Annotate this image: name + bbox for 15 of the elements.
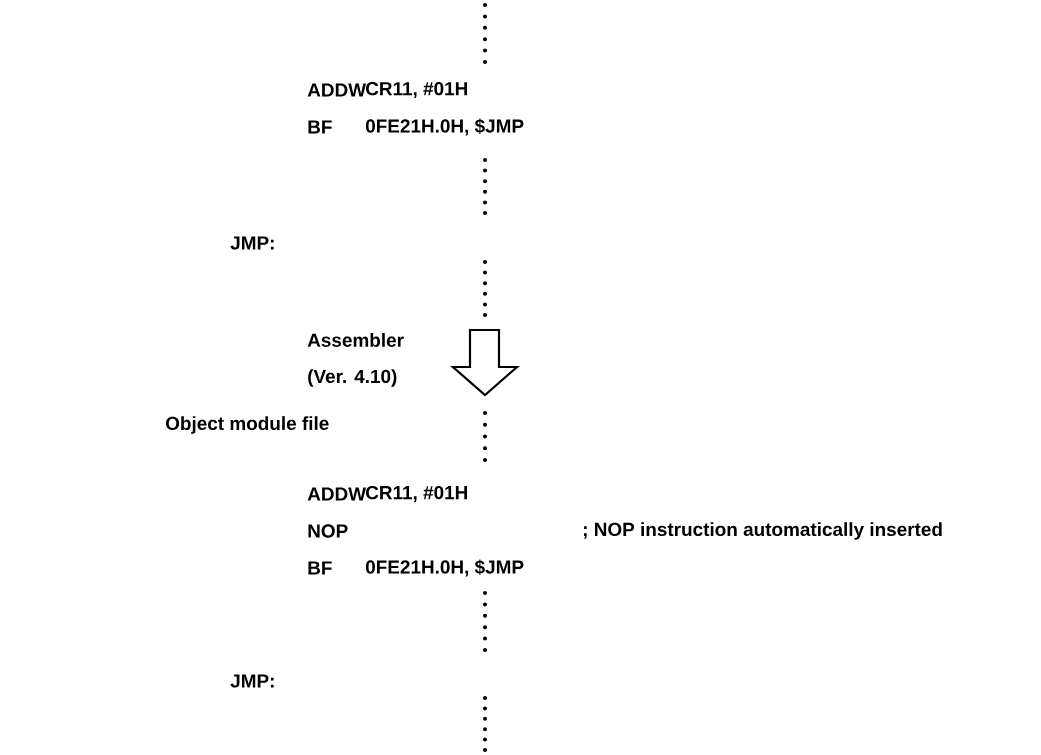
operand-text: CR11, #01H xyxy=(366,485,467,503)
tool-name: Assembler xyxy=(307,333,404,347)
instruction-text: BF xyxy=(308,120,332,134)
operand-text: 0FE21H.0H, $JMP xyxy=(365,559,524,577)
instruction-text: NOP xyxy=(308,524,348,538)
operand-text: CR11, #01H xyxy=(366,81,467,99)
comment-text: ; NOP instruction automatically inserted xyxy=(584,522,942,540)
label-text: JMP: xyxy=(230,236,274,250)
instruction-text: BF xyxy=(308,561,332,575)
instruction-text: ADDW xyxy=(307,487,367,501)
version-text: (Ver. 4.10) xyxy=(308,369,397,387)
operand-text: 0FE21H.0H, $JMP xyxy=(365,118,524,136)
file-caption: Object module file xyxy=(166,416,329,434)
label-text: JMP: xyxy=(230,674,274,688)
instruction-text: ADDW xyxy=(307,83,367,97)
